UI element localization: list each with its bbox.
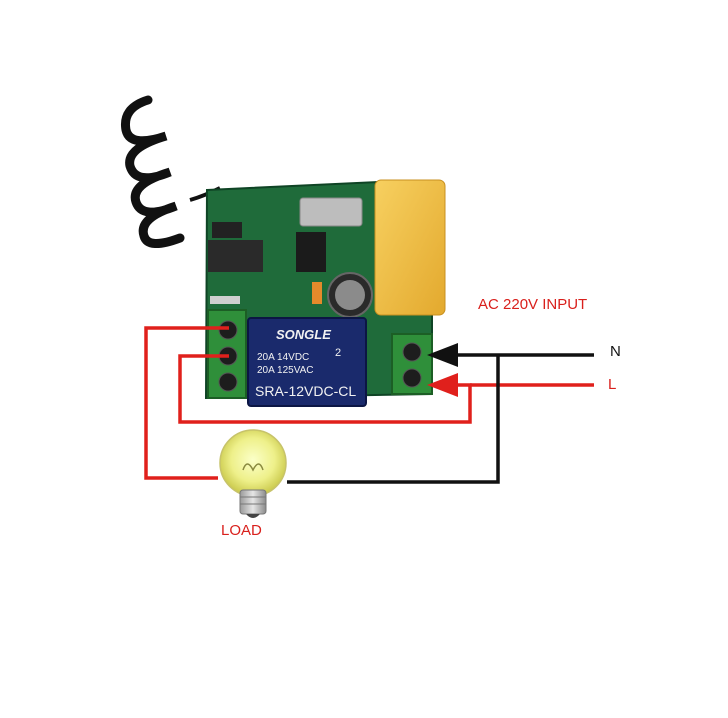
relay-rating-ac: 20A 125VAC [257,365,314,376]
relay-rating-dc: 20A 14VDC [257,352,309,363]
live-label: L [608,376,616,393]
neutral-label: N [610,343,621,360]
crystal-component [299,197,363,227]
load-label: LOAD [221,522,262,539]
relay-model: SRA-12VDC-CL [255,383,356,399]
ic-chip-2 [296,232,326,272]
relay-mark: 2 [335,347,341,359]
film-capacitor [374,179,446,316]
light-bulb-icon [219,429,287,518]
input-label: AC 220V INPUT [478,296,587,313]
ic-chip [208,240,263,272]
input-terminal-block [391,333,433,395]
relay-brand: SONGLE [276,327,331,342]
resistor [210,296,240,304]
small-capacitor [312,282,322,304]
neutral-arrow-left-icon [427,343,458,367]
relay: SONGLE 2 20A 14VDC 20A 125VAC SRA-12VDC-… [247,317,367,407]
live-arrow-left-icon [427,373,458,397]
output-terminal-block [207,309,247,399]
coiled-antenna-icon [120,95,221,248]
smd-chip [212,222,242,238]
live-wire [144,326,594,480]
neutral-wire [287,353,594,484]
